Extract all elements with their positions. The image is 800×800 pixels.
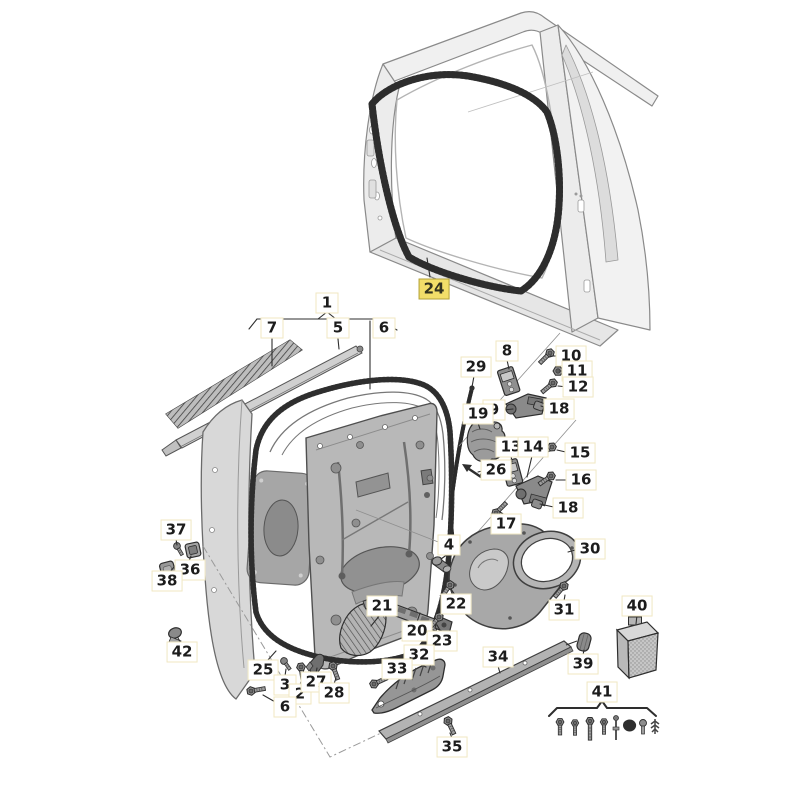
part-callout-39[interactable]: 39 bbox=[567, 653, 599, 675]
part-callout-28[interactable]: 28 bbox=[318, 682, 350, 704]
part-callout-5[interactable]: 5 bbox=[326, 317, 350, 339]
part-callout-15[interactable]: 15 bbox=[564, 442, 596, 464]
part-callout-6-top[interactable]: 6 bbox=[372, 317, 396, 339]
part-callout-7[interactable]: 7 bbox=[260, 317, 284, 339]
clip-39-drawing bbox=[565, 632, 592, 652]
part-callout-20[interactable]: 20 bbox=[401, 620, 433, 642]
part-callout-41[interactable]: 41 bbox=[586, 681, 618, 703]
fastener-kit-41-drawing bbox=[548, 700, 660, 741]
door-seal-25-drawing bbox=[248, 376, 455, 665]
kit-clip bbox=[623, 719, 637, 732]
part-callout-8[interactable]: 8 bbox=[495, 340, 519, 362]
part-callout-30[interactable]: 30 bbox=[574, 538, 606, 560]
part-callout-18-lower[interactable]: 18 bbox=[552, 497, 584, 519]
part-callout-35[interactable]: 35 bbox=[436, 736, 468, 758]
kit-small-bolt bbox=[639, 719, 647, 735]
part-callout-14[interactable]: 14 bbox=[517, 436, 549, 458]
plug-4-drawing bbox=[431, 556, 452, 573]
part-callout-40[interactable]: 40 bbox=[621, 595, 653, 617]
kit-fir-tree-clip bbox=[650, 719, 660, 734]
part-callout-38[interactable]: 38 bbox=[151, 570, 183, 592]
part-callout-37[interactable]: 37 bbox=[160, 519, 192, 541]
part-callout-1[interactable]: 1 bbox=[315, 292, 339, 314]
part-callout-29[interactable]: 29 bbox=[460, 356, 492, 378]
part-callout-19[interactable]: 19 bbox=[462, 403, 494, 425]
part-callout-26[interactable]: 26 bbox=[480, 459, 512, 481]
door-inner-panel-drawing bbox=[305, 402, 438, 670]
trim-strip-7-drawing bbox=[165, 339, 303, 429]
door-aperture-seal-24-drawing bbox=[368, 71, 563, 295]
part-callout-17[interactable]: 17 bbox=[490, 513, 522, 535]
speaker-plate-30-drawing bbox=[448, 523, 582, 630]
clip-18-lower-drawing bbox=[530, 498, 544, 510]
plug-36-drawing bbox=[184, 541, 202, 559]
part-callout-18-upper[interactable]: 18 bbox=[543, 398, 575, 420]
part-callout-42[interactable]: 42 bbox=[166, 641, 198, 663]
part-callout-6-bottom[interactable]: 6 bbox=[273, 696, 297, 718]
upper-hinge-bracket-8-drawing bbox=[496, 366, 521, 396]
part-callout-11[interactable]: 11 bbox=[561, 360, 593, 382]
part-callout-21[interactable]: 21 bbox=[366, 595, 398, 617]
impact-strip-34-drawing bbox=[378, 640, 574, 744]
part-callout-12[interactable]: 12 bbox=[562, 376, 594, 398]
part-callout-4[interactable]: 4 bbox=[437, 534, 461, 556]
kit-pin bbox=[612, 715, 620, 740]
part-callout-33[interactable]: 33 bbox=[381, 658, 413, 680]
part-callout-31[interactable]: 31 bbox=[548, 599, 580, 621]
bracket-32-drawing bbox=[371, 658, 446, 714]
part-callout-34[interactable]: 34 bbox=[482, 646, 514, 668]
part-callout-25[interactable]: 25 bbox=[247, 659, 279, 681]
part-callout-24[interactable]: 24 bbox=[418, 278, 450, 300]
part-callout-22[interactable]: 22 bbox=[440, 593, 472, 615]
canister-40-drawing bbox=[615, 613, 660, 680]
part-callout-16[interactable]: 16 bbox=[565, 469, 597, 491]
